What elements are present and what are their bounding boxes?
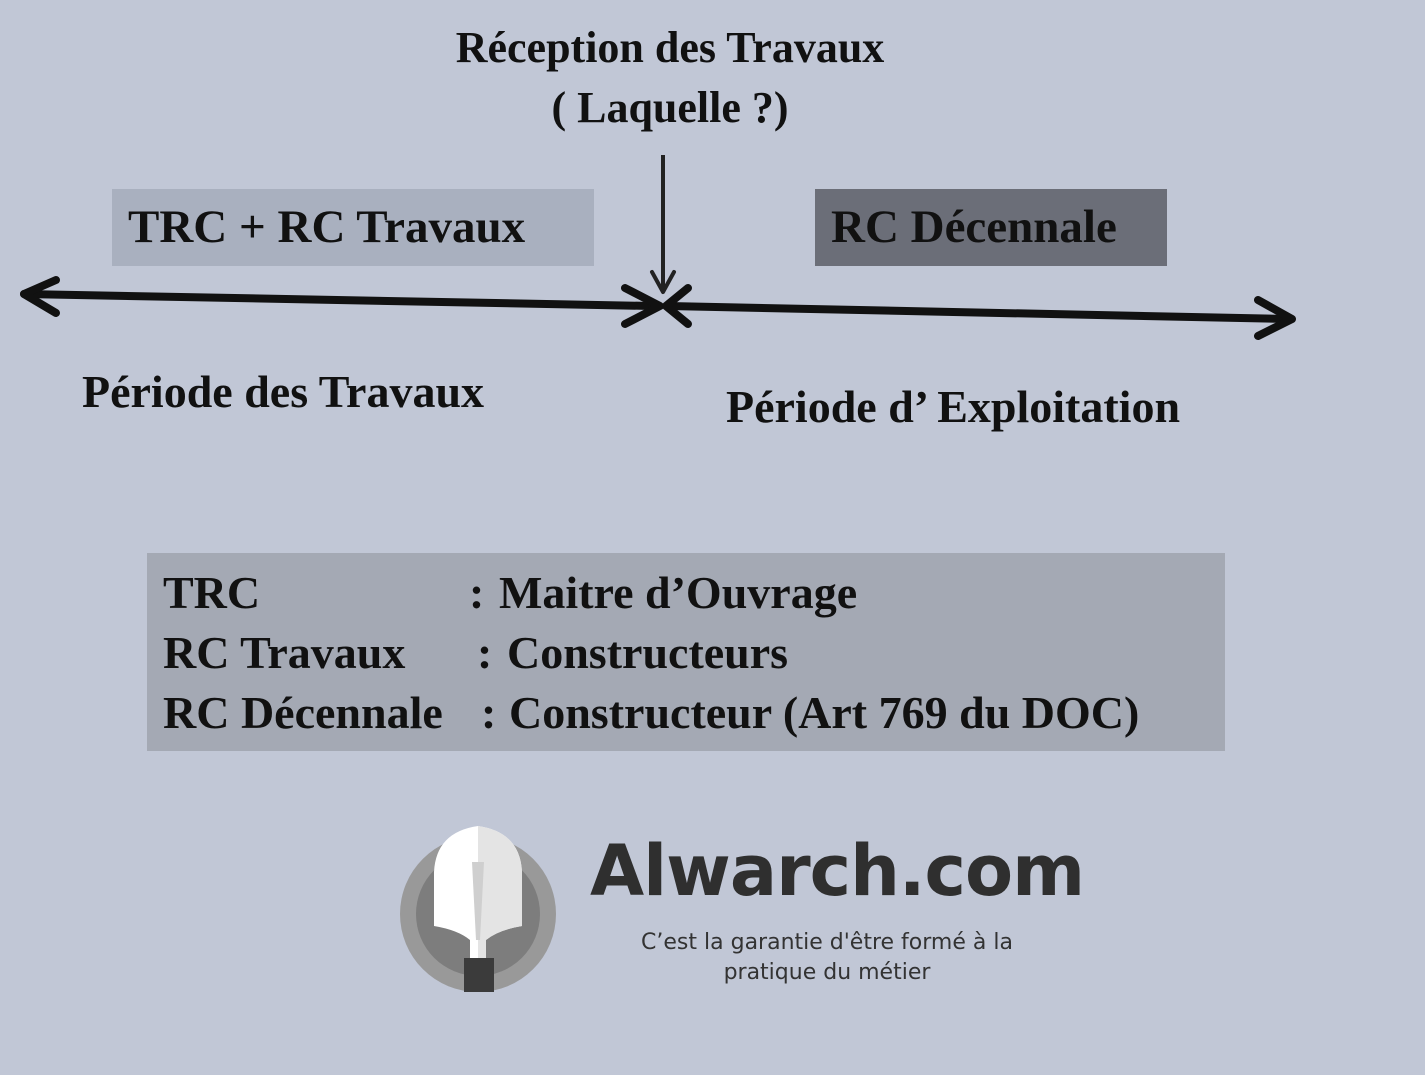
legend-role: RC Décennale: [163, 687, 443, 738]
works-period-label: Période des Travaux: [82, 366, 485, 417]
legend-separator: :: [477, 627, 493, 678]
works-period-line: [20, 290, 656, 310]
exploitation-period-arrowhead-left: [662, 284, 692, 328]
brand-tagline-line1: C’est la garantie d'être formé à la: [641, 930, 1013, 955]
shovel-icon: [400, 826, 556, 992]
trc-rc-travaux-label: TRC + RC Travaux: [128, 201, 526, 253]
rc-decennale-box: RC Décennale: [815, 189, 1167, 266]
reception-title-line1: Réception des Travaux: [455, 23, 885, 72]
legend-holder: Constructeurs: [507, 627, 789, 678]
exploitation-period-line: [664, 302, 1292, 323]
legend-role: RC Travaux: [163, 627, 406, 678]
responsibility-legend: TRC : Maitre d’Ouvrage RC Travaux : Cons…: [147, 553, 1225, 751]
reception-title-line2: ( Laquelle ?): [551, 83, 789, 132]
legend-separator: :: [481, 687, 497, 738]
reception-pointer-arrowhead: [650, 270, 676, 294]
legend-row: TRC : Maitre d’Ouvrage: [163, 563, 1225, 623]
legend-row: RC Travaux : Constructeurs: [163, 623, 1225, 683]
legend-holder: Maitre d’Ouvrage: [499, 567, 858, 618]
trc-rc-travaux-box: TRC + RC Travaux: [112, 189, 594, 266]
brand-tagline-line2: pratique du métier: [723, 960, 931, 985]
brand-tagline: C’est la garantie d'être formé à la prat…: [612, 928, 1042, 988]
exploitation-period-arrowhead-right: [1254, 296, 1296, 340]
brand-name: Alwarch.com: [590, 830, 1085, 912]
legend-separator: :: [469, 567, 485, 618]
exploitation-period-label: Période d’ Exploitation: [726, 381, 1181, 432]
timeline-diagram: [20, 155, 1296, 340]
works-period-arrowhead-left: [20, 276, 60, 317]
legend-role: TRC: [163, 567, 261, 618]
works-period-arrowhead-right: [621, 284, 664, 328]
legend-holder: Constructeur (Art 769 du DOC): [509, 687, 1140, 738]
legend-row: RC Décennale : Constructeur (Art 769 du …: [163, 683, 1225, 743]
rc-decennale-label: RC Décennale: [831, 201, 1117, 253]
reception-title: Réception des Travaux ( Laquelle ?): [330, 18, 1010, 138]
